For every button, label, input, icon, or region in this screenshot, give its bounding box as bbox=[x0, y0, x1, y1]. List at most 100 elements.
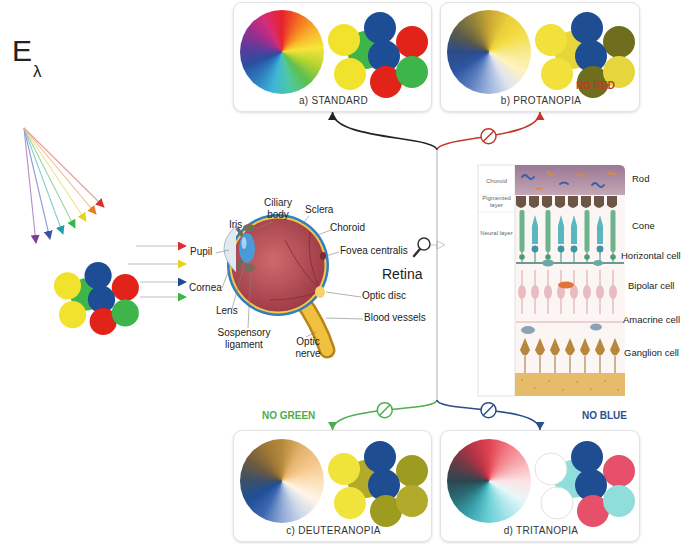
nerve-fiber-dots bbox=[521, 379, 619, 391]
choroid-vessels bbox=[522, 175, 534, 179]
retina-illustration bbox=[535, 338, 545, 374]
stimulus-arrows bbox=[136, 246, 186, 247]
retina-illustration bbox=[584, 210, 590, 262]
prohibition-sign bbox=[481, 403, 496, 418]
leader-line bbox=[315, 230, 331, 236]
retina-illustration bbox=[515, 165, 625, 396]
layer-label: Neural layer bbox=[478, 230, 515, 237]
prohibition-sign bbox=[481, 129, 496, 144]
leader-line bbox=[222, 270, 229, 288]
part-label: Lens bbox=[216, 305, 246, 317]
panel-title: c) DEUTERANOPIA bbox=[234, 525, 433, 537]
nerve-fiber-dots bbox=[576, 381, 578, 383]
nerve-fiber-dots bbox=[562, 389, 564, 391]
color-wheel bbox=[447, 439, 531, 523]
circle-cluster bbox=[535, 441, 635, 527]
nerve-fiber-dots bbox=[590, 388, 592, 390]
circle-cluster bbox=[535, 12, 635, 98]
retina-illustration bbox=[529, 196, 539, 208]
retina-illustration bbox=[478, 165, 515, 396]
cell-label: Amacrine cell bbox=[623, 315, 685, 326]
leader-line bbox=[242, 232, 243, 236]
choroid-vessels bbox=[536, 188, 542, 189]
eye-illustration bbox=[243, 264, 255, 272]
retina-figure: ChoroidPigmented layerNeural layer bbox=[437, 150, 625, 400]
cell-label: Bipolar cell bbox=[628, 281, 684, 292]
choroid-vessels bbox=[548, 172, 553, 175]
retina-illustration bbox=[596, 270, 604, 314]
retina-illustration bbox=[518, 270, 526, 314]
panel-title: d) TRITANOPIA bbox=[441, 525, 641, 537]
energy-symbol: λ bbox=[33, 62, 53, 82]
leader-line bbox=[232, 262, 245, 309]
stimulus-cluster bbox=[54, 262, 139, 335]
eye-illustration bbox=[243, 224, 255, 232]
circle-cluster bbox=[328, 441, 428, 527]
choroid-vessels bbox=[592, 183, 604, 187]
retina-illustration bbox=[607, 196, 617, 208]
leader-line bbox=[256, 222, 272, 229]
nerve-fiber-dots bbox=[521, 379, 523, 381]
energy-symbol: E bbox=[12, 34, 42, 69]
light-rays bbox=[24, 128, 75, 228]
arrowhead bbox=[328, 422, 337, 430]
nerve-fiber-dots bbox=[534, 387, 536, 389]
color-wheel bbox=[240, 10, 324, 94]
circle-cluster bbox=[328, 12, 428, 98]
retina-illustration bbox=[568, 196, 578, 208]
retina-illustration bbox=[478, 212, 515, 213]
circle-cluster bbox=[328, 12, 428, 98]
light-rays bbox=[24, 128, 96, 214]
retina-illustration bbox=[565, 338, 575, 374]
part-label: Fovea centralis bbox=[340, 245, 422, 257]
eye-illustration bbox=[224, 226, 236, 272]
choroid-vessels bbox=[560, 183, 568, 185]
retina-illustration bbox=[571, 215, 578, 262]
magnifier-icon bbox=[431, 245, 437, 246]
retina-illustration bbox=[515, 373, 625, 396]
prohibition-sign bbox=[481, 129, 496, 144]
retina-illustration bbox=[550, 338, 560, 374]
retina-illustration bbox=[478, 165, 625, 396]
eye-illustration bbox=[270, 292, 320, 300]
prohibition-sign bbox=[483, 131, 494, 142]
retina-illustration bbox=[609, 270, 617, 314]
eye-illustration bbox=[242, 237, 247, 249]
leader-line bbox=[248, 272, 251, 328]
arrowhead bbox=[536, 112, 545, 120]
leader-line bbox=[306, 332, 316, 337]
eye-illustration bbox=[224, 214, 329, 350]
choroid-vessels bbox=[578, 174, 584, 176]
prohibition-sign bbox=[483, 405, 494, 416]
magnifier-icon bbox=[437, 241, 445, 249]
leader-line bbox=[216, 250, 229, 253]
choroid-vessels bbox=[608, 172, 615, 174]
retina-illustration bbox=[516, 196, 526, 208]
retina-illustration bbox=[532, 215, 539, 262]
choroid-vessels bbox=[522, 172, 615, 189]
part-label: Blood vessels bbox=[364, 312, 439, 324]
part-label: Cornea bbox=[189, 282, 229, 294]
panel-box: b) PROTANOPIA bbox=[440, 2, 640, 112]
retina-illustration bbox=[595, 338, 605, 374]
stimulus-arrows bbox=[140, 282, 186, 283]
retina-illustration bbox=[593, 260, 603, 266]
retina-illustration bbox=[531, 270, 539, 314]
nerve-fiber-dots bbox=[604, 380, 606, 382]
retina-illustration bbox=[520, 338, 530, 374]
prohibition-sign bbox=[379, 405, 390, 416]
cell-label: Horizontal cell bbox=[621, 251, 685, 262]
light-rays bbox=[24, 128, 104, 243]
eye-illustration bbox=[309, 232, 320, 290]
part-label: Ciliary body bbox=[257, 197, 299, 220]
retina-illustration bbox=[590, 324, 602, 331]
cell-label: Rod bbox=[632, 174, 672, 185]
panel-box: d) TRITANOPIA bbox=[440, 430, 640, 542]
edge-label: NO RED bbox=[576, 80, 636, 92]
retina-illustration bbox=[516, 262, 624, 263]
retina-illustration bbox=[594, 196, 604, 208]
